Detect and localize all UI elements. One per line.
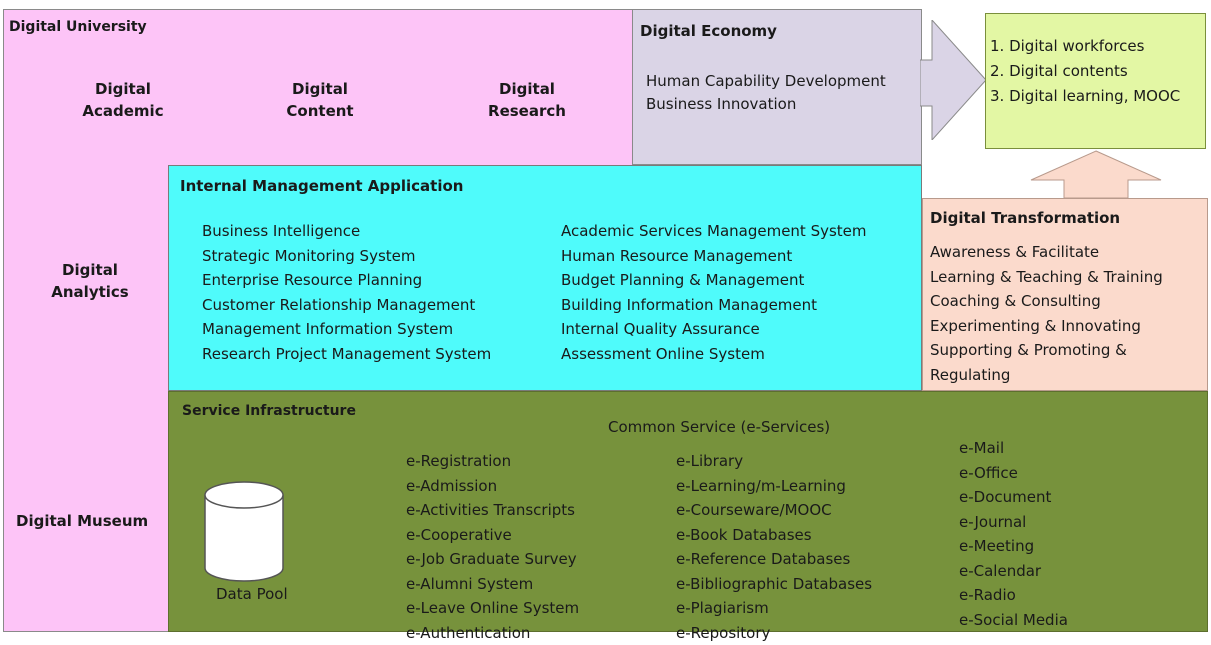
digital-economy-list: Human Capability Development Business In… xyxy=(646,70,886,116)
pillar-digital-academic: Digital Academic xyxy=(68,78,178,122)
service-list-col2: e-Library e-Learning/m-Learning e-Course… xyxy=(676,449,872,645)
pillar-digital-analytics: Digital Analytics xyxy=(30,259,150,303)
list-item: Awareness & Facilitate xyxy=(930,240,1163,265)
list-item: Customer Relationship Management xyxy=(202,293,491,318)
list-item: e-Meeting xyxy=(959,534,1068,559)
list-item: Enterprise Resource Planning xyxy=(202,268,491,293)
pillar-line1: Digital xyxy=(472,78,582,100)
digital-economy-title: Digital Economy xyxy=(640,22,777,40)
list-item: e-Admission xyxy=(406,474,579,499)
list-item: e-Library xyxy=(676,449,872,474)
list-item: 1. Digital workforces xyxy=(990,34,1180,59)
pillar-line1: Digital xyxy=(265,78,375,100)
service-list-col3: e-Mail e-Office e-Document e-Journal e-M… xyxy=(959,436,1068,632)
list-item: Business Innovation xyxy=(646,93,886,116)
list-item: e-Authentication xyxy=(406,621,579,645)
digital-transformation-title: Digital Transformation xyxy=(930,209,1120,227)
list-item: Regulating xyxy=(930,363,1163,388)
list-item: 2. Digital contents xyxy=(990,59,1180,84)
internal-management-left-list: Business Intelligence Strategic Monitori… xyxy=(202,219,491,366)
list-item: e-Calendar xyxy=(959,559,1068,584)
list-item: Human Capability Development xyxy=(646,70,886,93)
list-item: Internal Quality Assurance xyxy=(561,317,867,342)
list-item: e-Job Graduate Survey xyxy=(406,547,579,572)
pillar-digital-museum: Digital Museum xyxy=(16,512,148,530)
list-item: e-Leave Online System xyxy=(406,596,579,621)
list-item: e-Registration xyxy=(406,449,579,474)
up-arrow-icon xyxy=(1030,150,1162,199)
list-item: e-Learning/m-Learning xyxy=(676,474,872,499)
list-item: Business Intelligence xyxy=(202,219,491,244)
pillar-line1: Digital xyxy=(68,78,178,100)
service-list-col1: e-Registration e-Admission e-Activities … xyxy=(406,449,579,645)
list-item: e-Social Media xyxy=(959,608,1068,633)
internal-management-title: Internal Management Application xyxy=(180,177,463,195)
pillar-line1: Digital xyxy=(30,259,150,281)
list-item: Budget Planning & Management xyxy=(561,268,867,293)
list-item: Experimenting & Innovating xyxy=(930,314,1163,339)
digital-university-title: Digital University xyxy=(9,19,147,35)
list-item: e-Activities Transcripts xyxy=(406,498,579,523)
pillar-digital-research: Digital Research xyxy=(472,78,582,122)
list-item: e-Journal xyxy=(959,510,1068,535)
list-item: 3. Digital learning, MOOC xyxy=(990,84,1180,109)
pillar-line2: Analytics xyxy=(30,281,150,303)
service-infrastructure-title: Service Infrastructure xyxy=(182,403,356,419)
digital-transformation-list: Awareness & Facilitate Learning & Teachi… xyxy=(930,240,1163,387)
list-item: Assessment Online System xyxy=(561,342,867,367)
list-item: e-Cooperative xyxy=(406,523,579,548)
list-item: e-Office xyxy=(959,461,1068,486)
list-item: e-Courseware/MOOC xyxy=(676,498,872,523)
pillar-digital-content: Digital Content xyxy=(265,78,375,122)
list-item: e-Repository xyxy=(676,621,872,645)
list-item: Strategic Monitoring System xyxy=(202,244,491,269)
list-item: e-Document xyxy=(959,485,1068,510)
list-item: Supporting & Promoting & xyxy=(930,338,1163,363)
list-item: e-Alumni System xyxy=(406,572,579,597)
list-item: e-Reference Databases xyxy=(676,547,872,572)
pillar-line2: Research xyxy=(472,100,582,122)
list-item: Human Resource Management xyxy=(561,244,867,269)
outcome-list: 1. Digital workforces 2. Digital content… xyxy=(990,34,1180,109)
list-item: Learning & Teaching & Training xyxy=(930,265,1163,290)
list-item: e-Book Databases xyxy=(676,523,872,548)
pillar-line2: Academic xyxy=(68,100,178,122)
list-item: Building Information Management xyxy=(561,293,867,318)
list-item: e-Bibliographic Databases xyxy=(676,572,872,597)
list-item: Research Project Management System xyxy=(202,342,491,367)
list-item: Management Information System xyxy=(202,317,491,342)
internal-management-right-list: Academic Services Management System Huma… xyxy=(561,219,867,366)
right-arrow-icon xyxy=(920,20,986,140)
data-pool-label: Data Pool xyxy=(216,585,288,603)
list-item: Academic Services Management System xyxy=(561,219,867,244)
common-service-label: Common Service (e-Services) xyxy=(608,418,830,436)
list-item: e-Plagiarism xyxy=(676,596,872,621)
list-item: e-Radio xyxy=(959,583,1068,608)
list-item: Coaching & Consulting xyxy=(930,289,1163,314)
pillar-line2: Content xyxy=(265,100,375,122)
database-icon xyxy=(202,480,286,584)
list-item: e-Mail xyxy=(959,436,1068,461)
